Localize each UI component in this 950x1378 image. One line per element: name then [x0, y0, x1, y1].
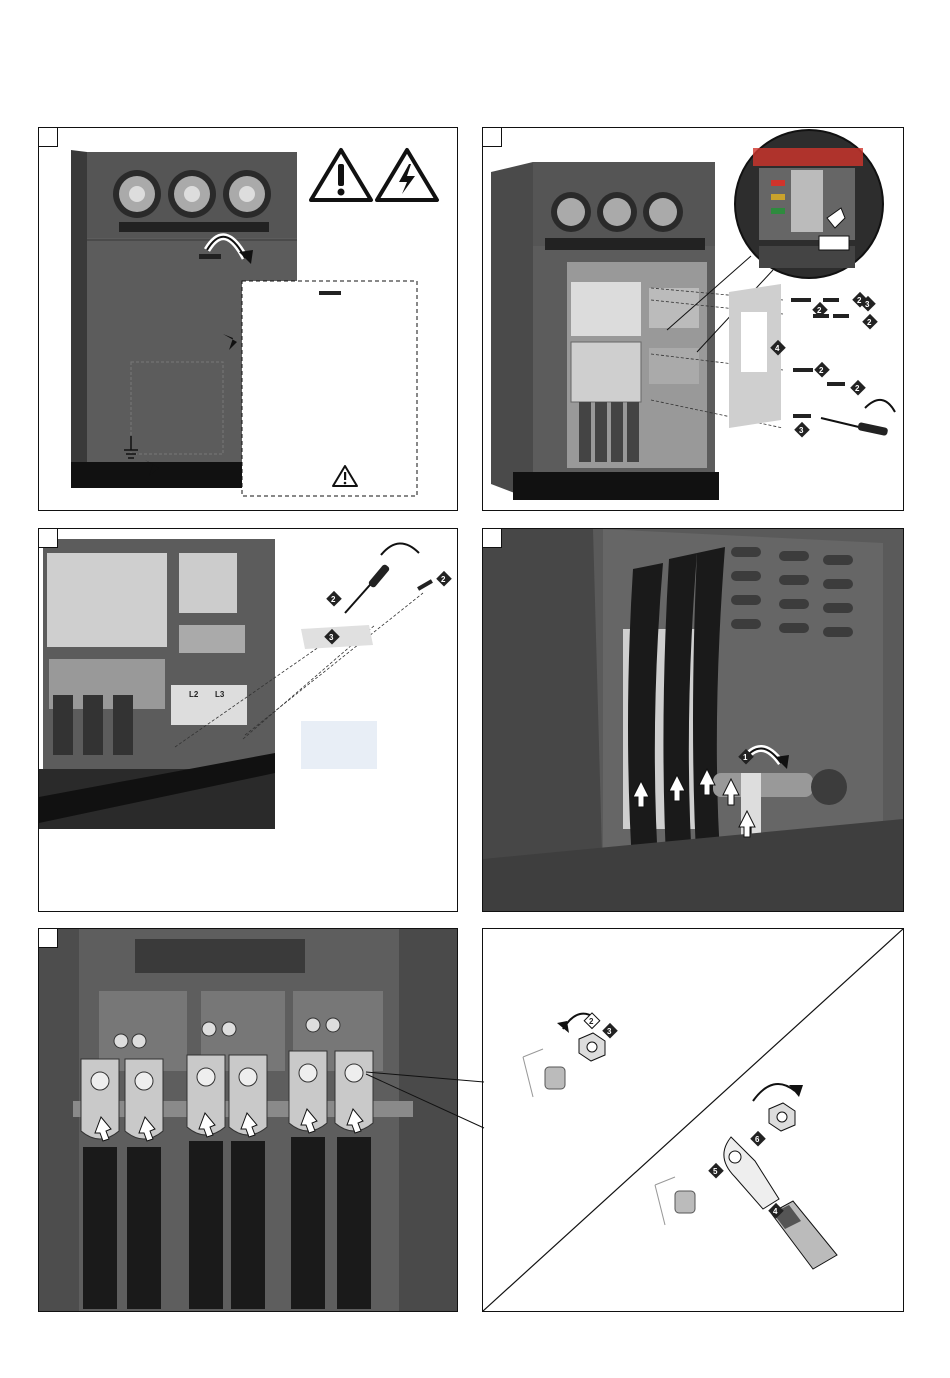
fan-icon — [223, 170, 271, 218]
rotate-arrow-icon: 2 3 — [557, 1013, 618, 1039]
callout-label: 1 — [743, 753, 748, 762]
cabinet-open-illustration: 2 2 2 2 4 2 3 3 — [483, 128, 903, 510]
step-number-box-3 — [39, 529, 58, 548]
callout-label: 2 — [331, 595, 336, 604]
step-number-box-1 — [39, 128, 58, 147]
step-number-box-4 — [483, 529, 502, 548]
terminal-label-l3: L3 — [215, 690, 225, 699]
lug-assembly-detail: 2 3 5 6 4 — [483, 929, 903, 1311]
high-voltage-icon — [377, 150, 437, 200]
cable-lug-connection-illustration — [39, 929, 457, 1311]
callout-label: 4 — [775, 344, 780, 353]
callout-label: 3 — [799, 426, 804, 435]
callout-label: 2 — [819, 366, 824, 375]
callout-markers: 2 2 2 2 4 2 3 3 — [770, 292, 878, 438]
step-number-box-5 — [39, 929, 58, 948]
fan-icon — [551, 192, 591, 232]
callout-label: 5 — [713, 1167, 718, 1176]
rotate-arrow-icon — [753, 1084, 803, 1101]
callout-label: 2 — [441, 575, 446, 584]
callout-label: 3 — [865, 300, 870, 309]
fan-icon — [643, 192, 683, 232]
fan-icon — [597, 192, 637, 232]
cable-entry-illustration: 1 — [483, 529, 903, 911]
warning-triangle-icon — [311, 150, 371, 200]
step-panel-4: 1 — [482, 528, 904, 912]
callout-label: 2 — [867, 318, 872, 327]
terminal-label-l2: L2 — [189, 690, 199, 699]
step-panel-3: L2 L3 2 2 3 — [38, 528, 458, 912]
cabinet-front-illustration — [39, 128, 457, 510]
step-panel-1 — [38, 127, 458, 511]
callout-label: 2 — [855, 384, 860, 393]
callout-label: 3 — [607, 1027, 612, 1036]
detail-dashed-frame — [242, 281, 417, 496]
callout-label: 2 — [589, 1017, 594, 1026]
breaker-detail-circle — [735, 130, 883, 278]
bolt-stud — [655, 1177, 695, 1225]
callout-label: 6 — [755, 1135, 760, 1144]
step-number-box-2 — [483, 128, 502, 147]
cable-lug — [724, 1137, 779, 1209]
nut-icon — [579, 1033, 605, 1061]
callout-label: 3 — [329, 633, 334, 642]
screwdriver-icon — [821, 400, 895, 436]
fan-icon — [113, 170, 161, 218]
screwdriver-icon — [345, 543, 419, 613]
step-panel-2: 2 2 2 2 4 2 3 3 — [482, 127, 904, 511]
fan-icon — [168, 170, 216, 218]
callout-label: 4 — [773, 1207, 778, 1216]
callout-label: 2 — [817, 306, 822, 315]
bolt-stud — [523, 1049, 565, 1097]
step-panel-5 — [38, 928, 458, 1312]
step-panel-6: 2 3 5 6 4 — [482, 928, 904, 1312]
nut-icon — [769, 1103, 795, 1131]
terminal-cover-illustration: L2 L3 2 2 3 — [39, 529, 457, 911]
